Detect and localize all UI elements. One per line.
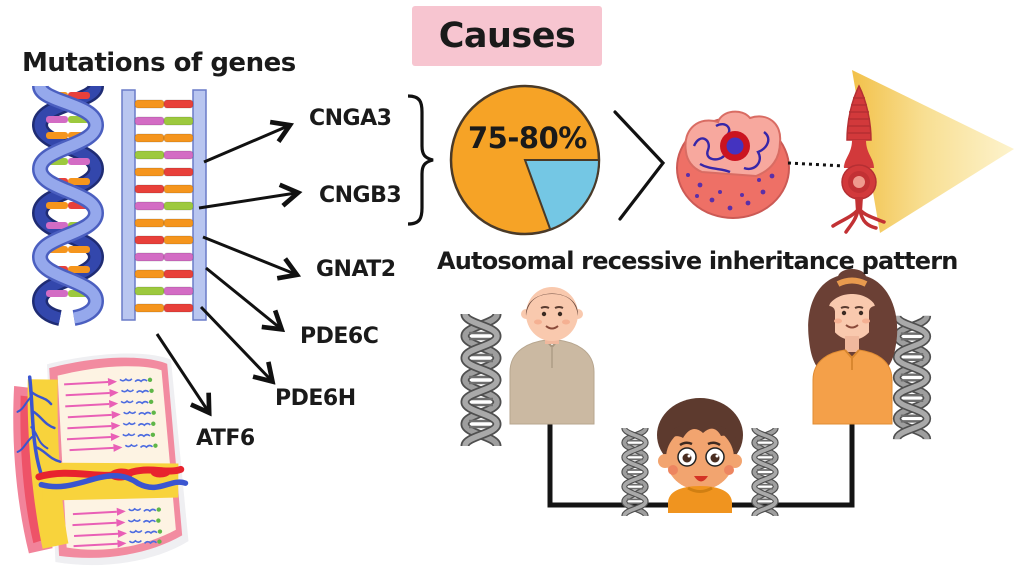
- dna-strand-child-left-icon: [624, 428, 645, 516]
- gene-label-gnat2: GNAT2: [316, 257, 396, 282]
- light-beam-icon: [852, 70, 1014, 233]
- dna-strand-father-icon: [465, 314, 497, 446]
- title-banner: Causes: [412, 6, 602, 66]
- cone-photoreceptor-icon: [831, 84, 886, 234]
- page-title: Causes: [438, 16, 576, 56]
- chevron-right-icon: [613, 110, 666, 221]
- dna-helix-icon: [31, 83, 105, 326]
- pie-percentage-label: 75-80%: [468, 121, 587, 155]
- gene-label-atf6: ATF6: [196, 426, 255, 451]
- mother-figure: [808, 269, 898, 425]
- gene-arrows: [155, 126, 296, 411]
- brace: [407, 94, 434, 226]
- dna-strand-mother-icon: [897, 316, 927, 439]
- retinal-vein-main: [38, 472, 189, 491]
- dotted-connector: [787, 161, 845, 168]
- child-figure: [657, 398, 743, 513]
- cell-nucleus-icon: [676, 110, 790, 219]
- father-figure: [509, 287, 595, 425]
- gene-label-pde6h: PDE6H: [275, 386, 356, 411]
- retinal-veins: [16, 375, 62, 475]
- mutations-heading: Mutations of genes: [22, 48, 296, 78]
- gene-label-cnga3: CNGA3: [309, 106, 392, 131]
- retina-icon: [13, 353, 189, 566]
- pie-chart: [449, 84, 601, 236]
- dna-strand-child-right-icon: [754, 428, 775, 516]
- gene-label-cngb3: CNGB3: [319, 183, 402, 208]
- inheritance-heading: Autosomal recessive inheritance pattern: [437, 247, 958, 275]
- dna-ladder-icon: [121, 89, 207, 321]
- gene-label-pde6c: PDE6C: [300, 324, 379, 349]
